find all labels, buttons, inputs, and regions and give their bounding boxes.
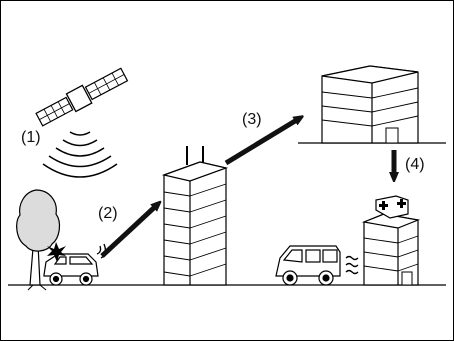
arrow-icon bbox=[226, 118, 300, 163]
step-3-label: (3) bbox=[242, 111, 262, 128]
hospital-building-icon bbox=[364, 196, 418, 285]
crashed-car-icon bbox=[44, 242, 98, 285]
step-2-label: (2) bbox=[98, 205, 118, 222]
step-4-label: (4) bbox=[405, 156, 425, 173]
ambulance-van-icon bbox=[276, 246, 340, 285]
satellite-icon bbox=[35, 66, 129, 129]
step-1-label: (1) bbox=[21, 129, 41, 146]
call-center-building-icon bbox=[164, 146, 226, 285]
service-building-icon bbox=[322, 66, 418, 143]
motion-lines-icon bbox=[346, 257, 358, 274]
signal-waves-icon bbox=[43, 132, 117, 177]
